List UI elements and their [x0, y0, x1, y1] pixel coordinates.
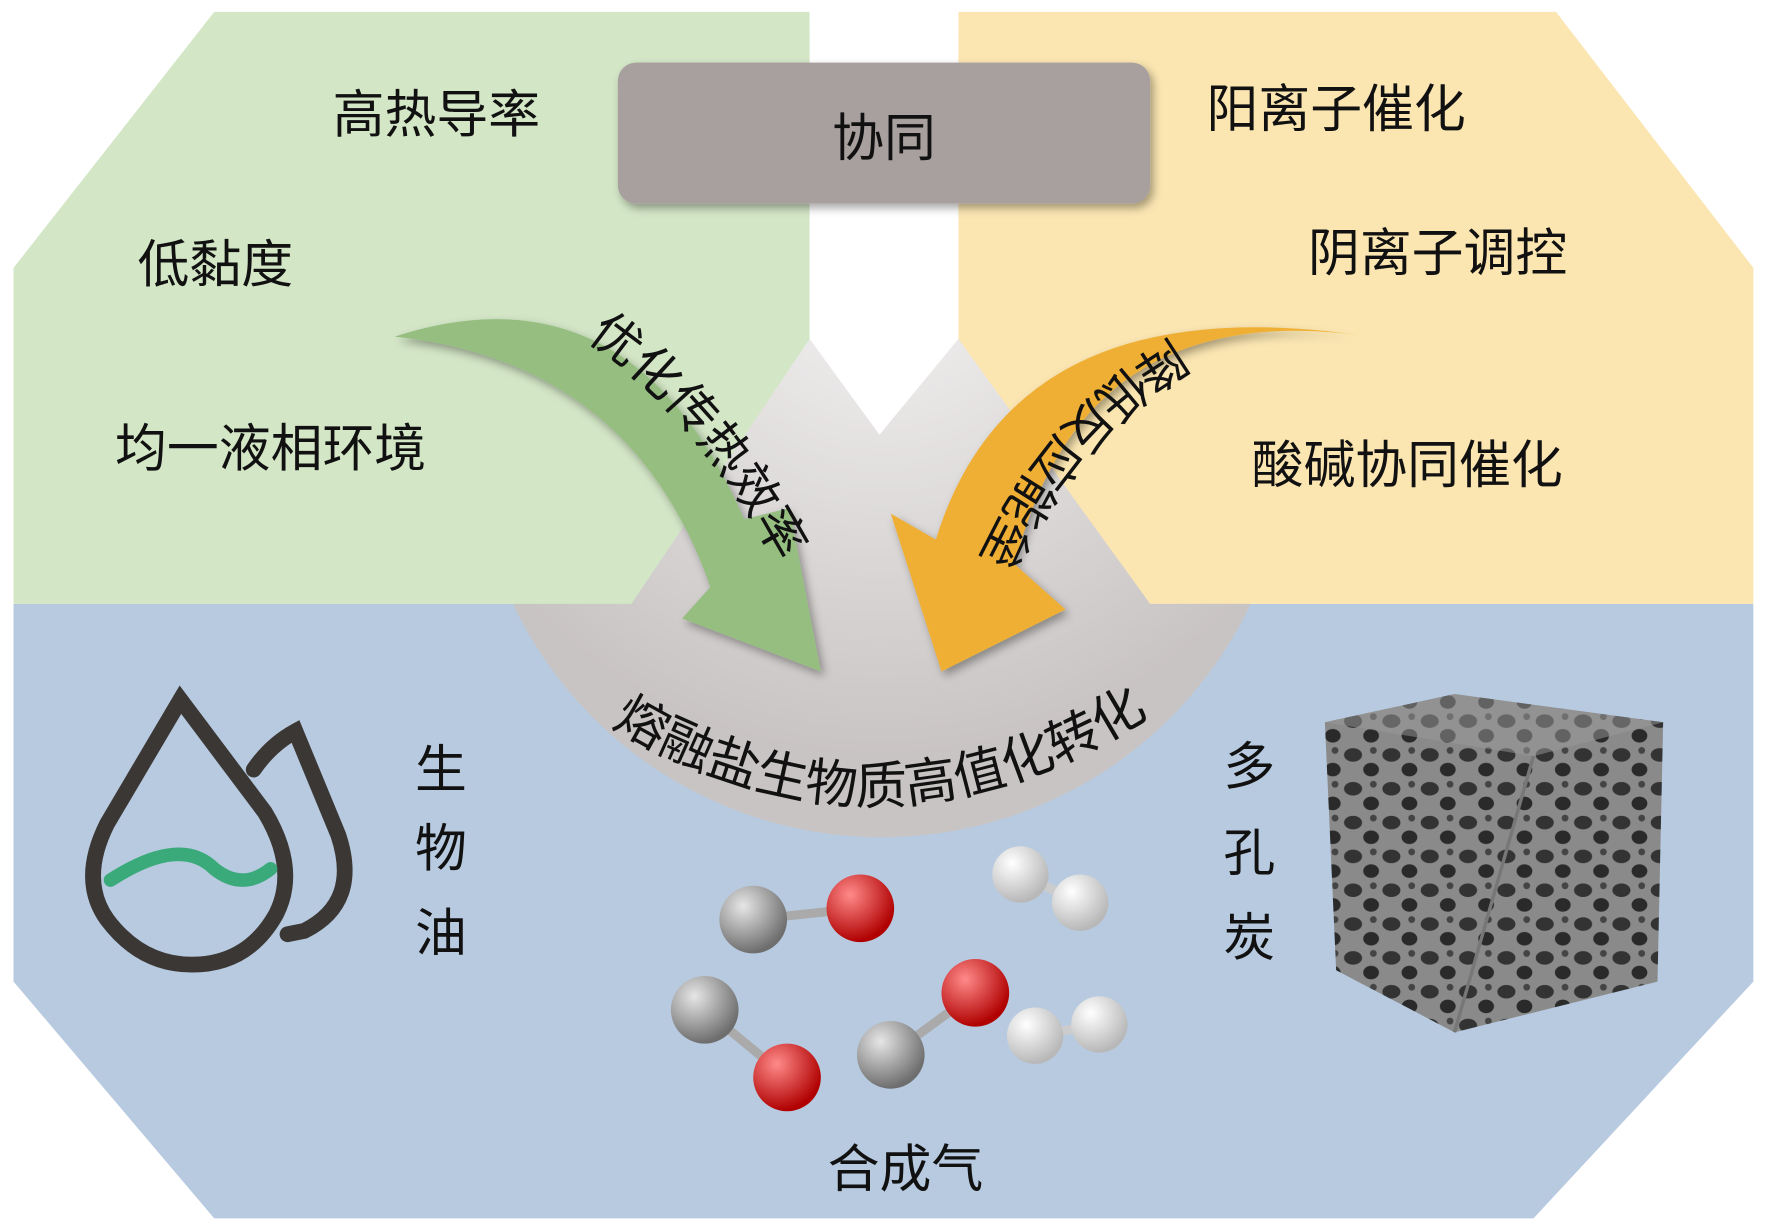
right-item-2: 阴离子调控 — [1308, 224, 1567, 284]
bio-oil-char-3: 油 — [415, 904, 467, 964]
carbon-char-1: 多 — [1223, 737, 1275, 797]
molecules-icon — [670, 846, 1128, 1112]
bio-oil-char-2: 物 — [415, 820, 467, 880]
left-item-2: 低黏度 — [138, 235, 294, 295]
water-drops-icon — [85, 685, 353, 973]
right-item-3: 酸碱协同催化 — [1252, 436, 1563, 496]
synergy-box — [617, 62, 1151, 204]
porous-cube-icon — [1324, 694, 1664, 1033]
green-arrow — [394, 319, 821, 672]
left-item-1: 高热导率 — [333, 86, 540, 146]
carbon-char-2: 孔 — [1223, 824, 1275, 884]
right-item-1: 阳离子催化 — [1206, 80, 1465, 140]
bio-oil-char-1: 生 — [415, 741, 467, 801]
left-item-3: 均一液相环境 — [115, 419, 426, 479]
synergy-label: 协同 — [832, 109, 936, 169]
orange-arrow — [890, 327, 1370, 672]
syngas-label: 合成气 — [828, 1140, 984, 1200]
left-panel — [13, 11, 810, 604]
right-panel — [958, 11, 1754, 604]
carbon-char-3: 炭 — [1223, 909, 1275, 969]
